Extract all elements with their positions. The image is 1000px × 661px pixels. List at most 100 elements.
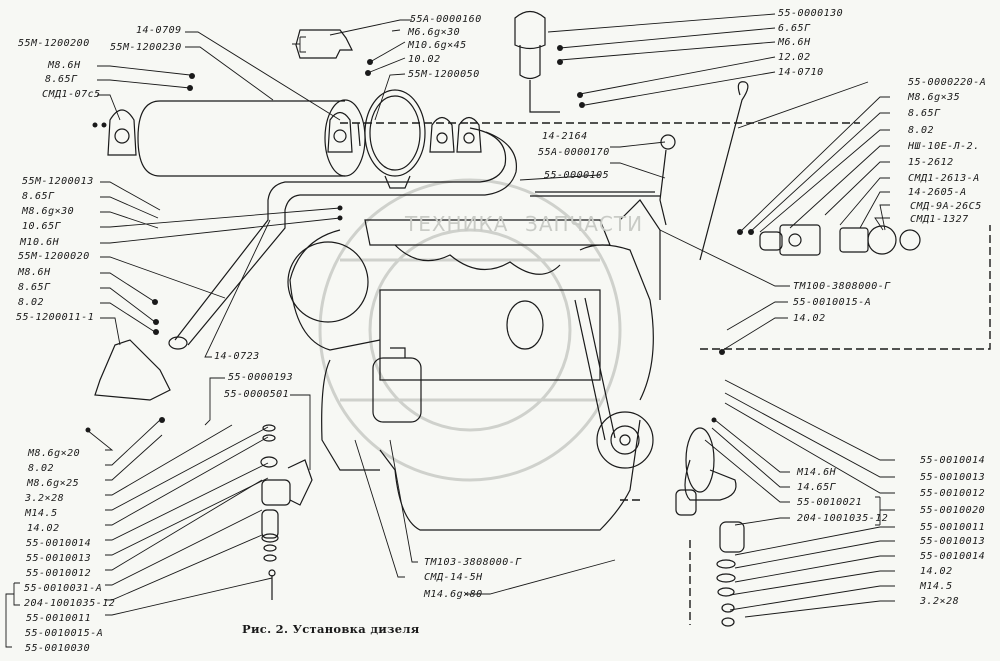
rubber-cushion-right xyxy=(719,521,745,553)
rubber-cushion-left xyxy=(261,509,279,539)
part-label: 55А-0000170 xyxy=(538,147,610,158)
part-label: М8.6Н xyxy=(48,60,81,71)
part-label: 14-0710 xyxy=(778,67,824,78)
mount-bolt-left xyxy=(268,569,276,600)
part-label: 14-0709 xyxy=(136,25,182,36)
washers-left xyxy=(260,424,279,562)
part-label: 204-1001035-12 xyxy=(797,513,889,524)
part-label: 14-0723 xyxy=(214,351,260,362)
part-label: 55-0010014 xyxy=(920,551,986,562)
part-label: М14.6g×80 xyxy=(424,589,483,600)
part-label: 55-0000193 xyxy=(228,372,294,383)
crank-pulley xyxy=(596,411,654,469)
part-label: М8.6g×35 xyxy=(908,92,961,103)
part-label: 3.2×28 xyxy=(25,493,65,504)
dipstick xyxy=(699,81,749,261)
part-label: М8.6g×20 xyxy=(28,448,81,459)
part-label: 8.65Г xyxy=(908,108,941,119)
part-label: 55-0000130 xyxy=(778,8,844,19)
part-label: М8.6Н xyxy=(18,267,51,278)
muffler-clamp xyxy=(364,89,426,189)
part-label: 15-2612 xyxy=(908,157,954,168)
part-label: 55-0010021 xyxy=(797,497,863,508)
washers-right xyxy=(716,559,736,627)
part-label: 55-0010014 xyxy=(26,538,92,549)
part-label: 55-0010014 xyxy=(920,455,986,466)
part-label: 55А-0000160 xyxy=(410,14,482,25)
leader-lines xyxy=(5,13,895,648)
heat-shield xyxy=(295,29,353,59)
part-label: 55-0010013 xyxy=(920,536,986,547)
part-label: 8.65Г xyxy=(45,74,78,85)
gasket-mid xyxy=(327,111,353,153)
part-label: 14-2605-А xyxy=(908,187,967,198)
part-label: М14.5 xyxy=(25,508,58,519)
part-label: 8.02 xyxy=(908,125,935,136)
dashed-outline xyxy=(340,122,991,625)
part-label: М6.6Н xyxy=(778,37,811,48)
part-label: 12.02 xyxy=(778,52,811,63)
part-label: М14.6Н xyxy=(797,467,837,478)
fasteners xyxy=(85,45,754,433)
part-label: 14.02 xyxy=(793,313,826,324)
part-label: 55-0010030 xyxy=(25,643,91,654)
part-label: 10.02 xyxy=(408,54,441,65)
intake-bracket-left xyxy=(94,339,171,401)
part-label: ТМ100-3808000-Г xyxy=(793,281,891,292)
part-label: СМД1-1327 xyxy=(910,214,969,225)
part-label: СМД1-2613-А xyxy=(908,173,980,184)
part-label: 55М-1200013 xyxy=(22,176,94,187)
part-label: 14.02 xyxy=(920,566,953,577)
alternator xyxy=(506,300,544,350)
part-label: 8.02 xyxy=(28,463,55,474)
part-label: 6.65Г xyxy=(778,23,811,34)
part-label: 14.65Г xyxy=(797,482,837,493)
part-label: 55-0010031-А xyxy=(24,583,103,594)
figure-caption: Рис. 2. Установка дизеля xyxy=(242,622,420,636)
part-label: М8.6g×30 xyxy=(22,206,75,217)
part-label: 8.65Г xyxy=(22,191,55,202)
part-label: 14-2164 xyxy=(542,131,588,142)
watermark-logo xyxy=(318,178,622,482)
part-label: 55-0010013 xyxy=(920,472,986,483)
part-label: 204-1001035-12 xyxy=(24,598,116,609)
part-label: 55-1200011-1 xyxy=(16,312,95,323)
part-label: 14.02 xyxy=(27,523,60,534)
part-label: 55-0000105 xyxy=(544,170,610,181)
part-label: 55-0010012 xyxy=(26,568,92,579)
part-label: СМД-9А-26С5 xyxy=(910,201,982,212)
part-label: 55-0010015-А xyxy=(25,628,104,639)
part-label: М6.6g×30 xyxy=(408,27,461,38)
part-label: СМД1-07с5 xyxy=(42,89,101,100)
rear-mount-bracket xyxy=(261,459,313,506)
part-label: 55М-1200230 xyxy=(110,42,182,53)
part-label: 55-0010012 xyxy=(920,488,986,499)
part-label: СМД-14-5Н xyxy=(424,572,483,583)
fuel-pump xyxy=(759,224,921,256)
watermark-text-right: ЗАПЧАСТИ xyxy=(525,212,644,236)
part-label: 10.65Г xyxy=(22,221,62,232)
part-label: 8.02 xyxy=(18,297,45,308)
part-label: М10.6g×45 xyxy=(408,40,467,51)
part-label: 55-0010020 xyxy=(920,505,986,516)
gasket-left xyxy=(107,109,137,156)
part-label: 55-0000220-А xyxy=(908,77,987,88)
part-label: 55М-1200050 xyxy=(408,69,480,80)
part-label: 55-0010011 xyxy=(920,522,986,533)
part-label: 55М-1200200 xyxy=(18,38,90,49)
fan-belt xyxy=(574,297,616,441)
part-label: 3.2×28 xyxy=(920,596,960,607)
part-label: 55М-1200020 xyxy=(18,251,90,262)
part-label: 55-0010013 xyxy=(26,553,92,564)
part-label: 55-0010015-А xyxy=(793,297,872,308)
front-mount-bracket xyxy=(675,427,737,516)
throttle-lever xyxy=(530,134,676,226)
part-label: ТМ103-3808000-Г xyxy=(424,557,522,568)
exhaust-pipe xyxy=(168,127,518,350)
oil-filter xyxy=(372,347,422,423)
part-label: М10.6Н xyxy=(20,237,60,248)
gasket-right-2 xyxy=(456,116,482,153)
part-label: 55-0000501 xyxy=(224,389,290,400)
